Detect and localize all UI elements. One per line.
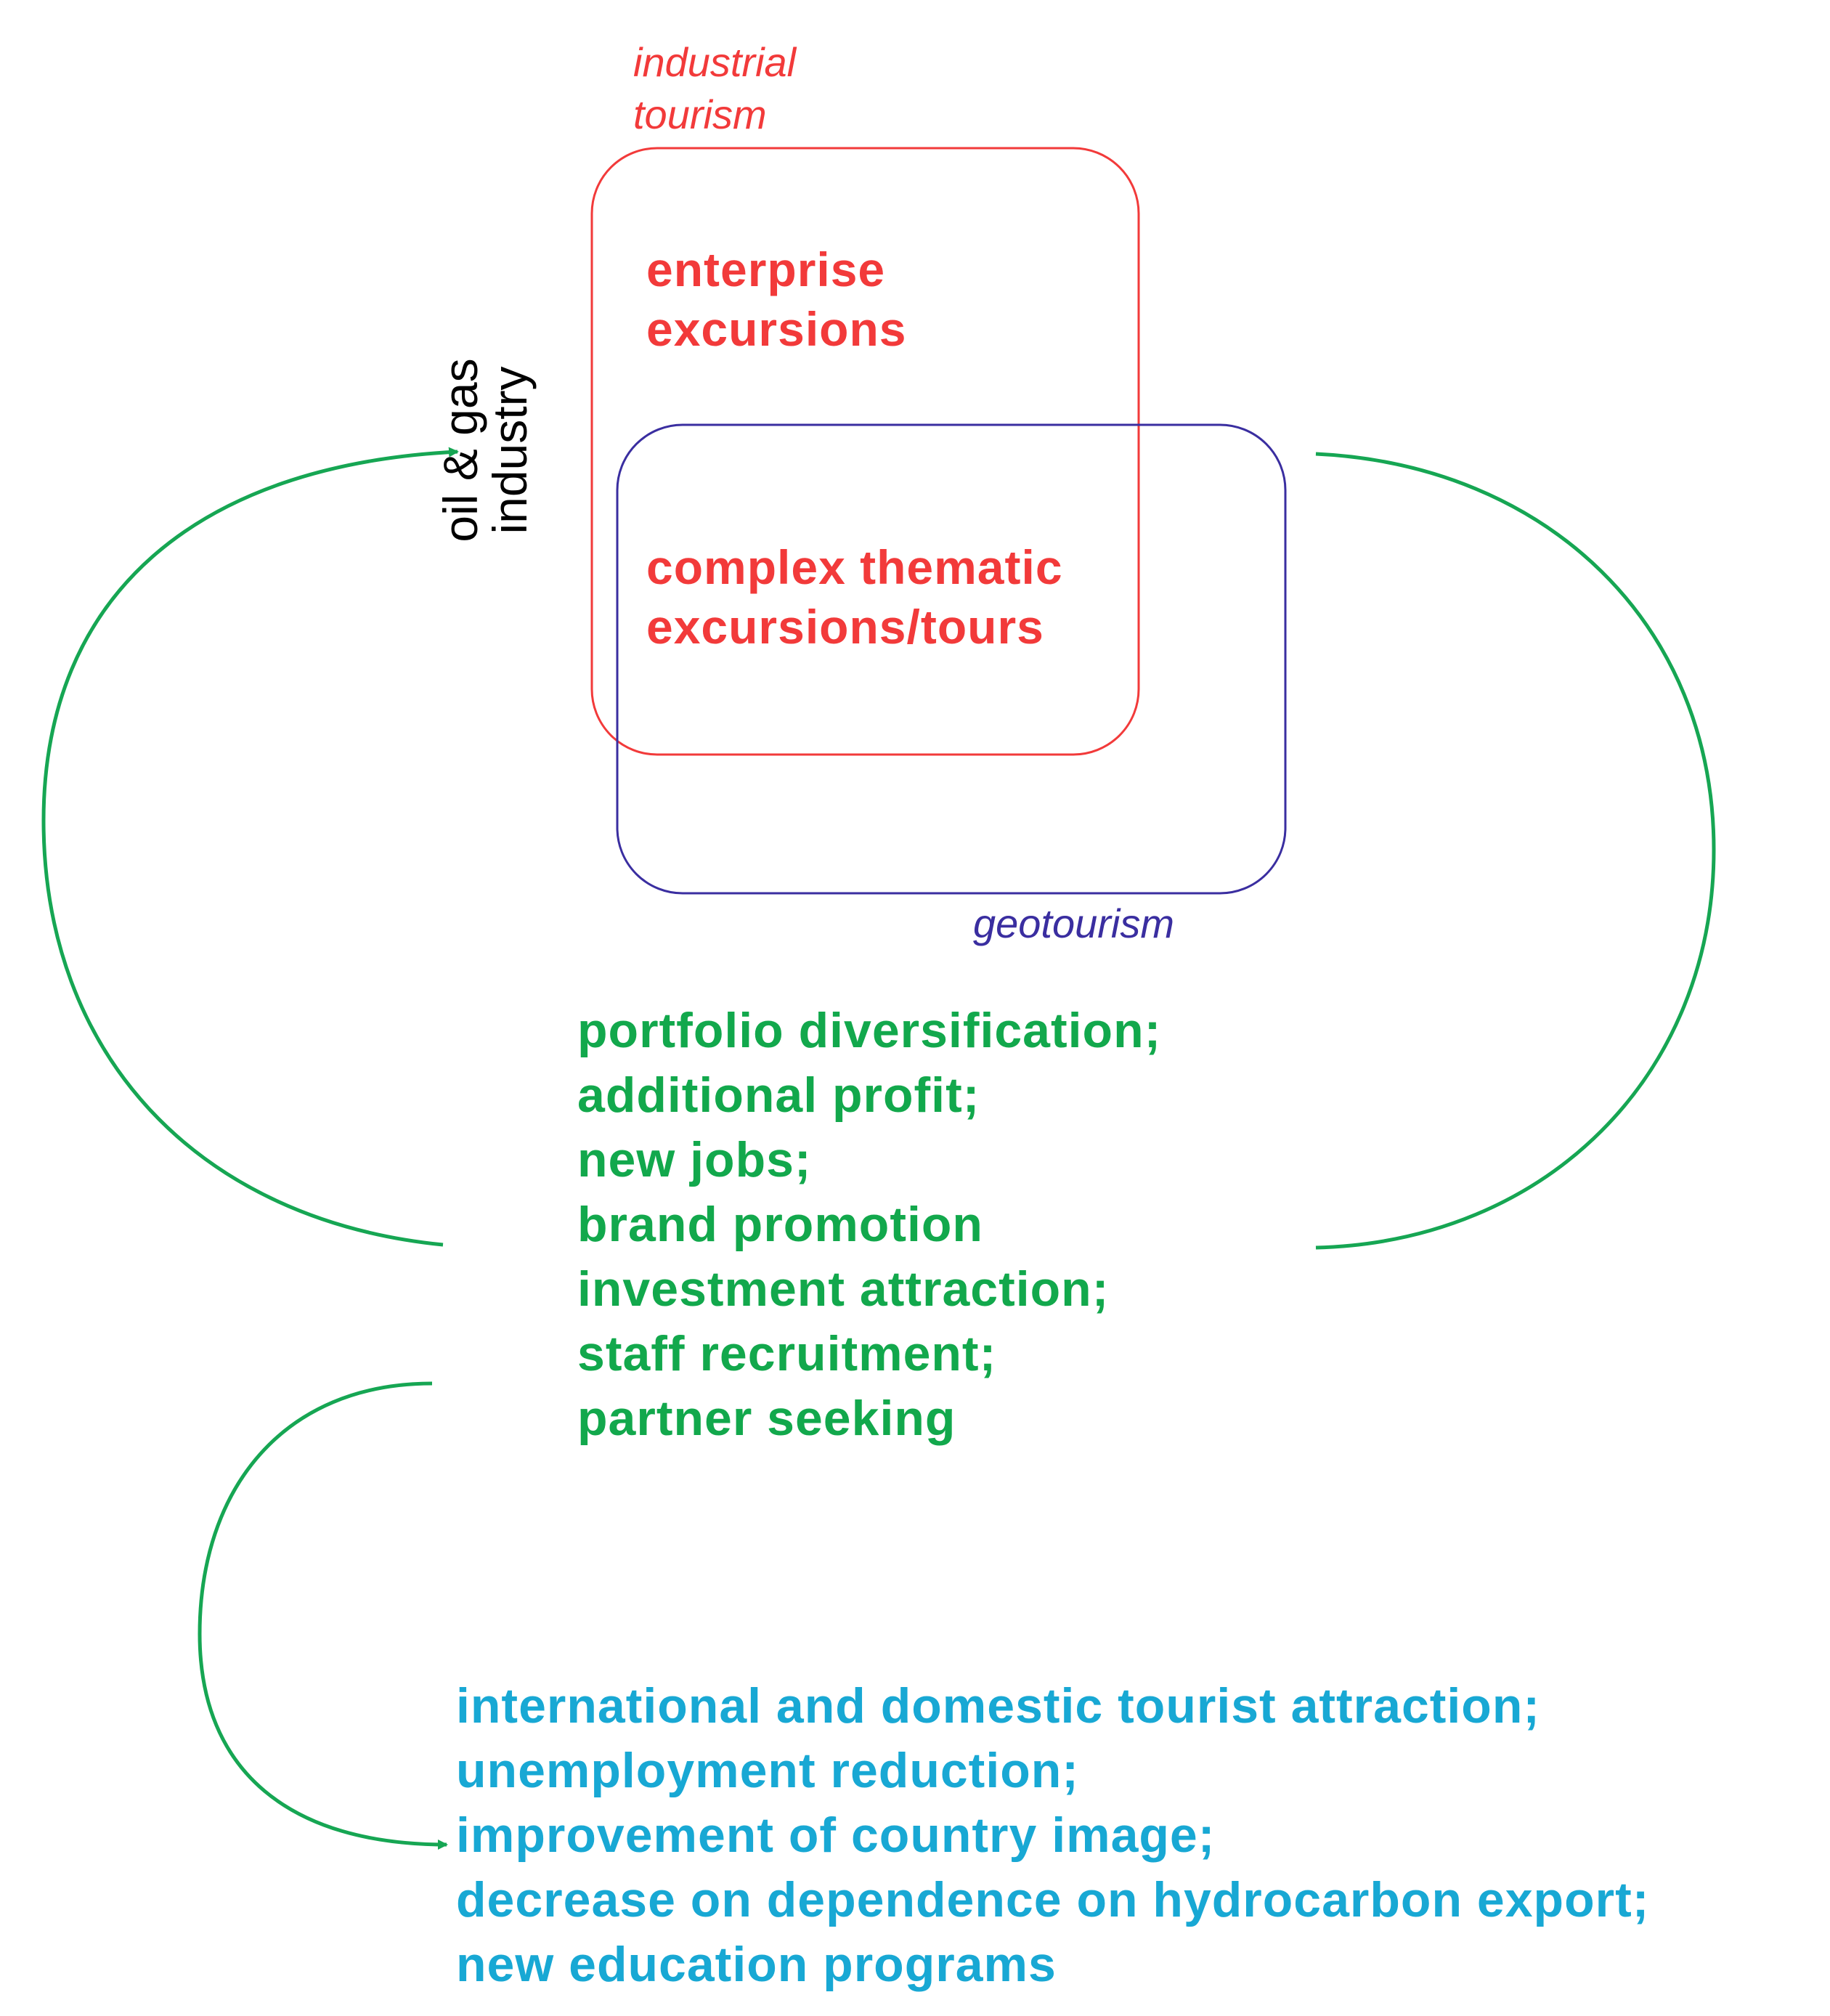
oil-gas-industry-label: oil & gas industry (434, 358, 537, 542)
outcomes-arrow (198, 1381, 448, 1850)
industrial-tourism-label-line1: industrial (633, 39, 797, 85)
enterprise-excursions-line2: excursions (646, 302, 907, 356)
list-item: decrease on dependence on hydrocarbon ex… (456, 1872, 1650, 1927)
oil-gas-industry-line2: industry (483, 366, 537, 535)
list-item: staff recruitment; (577, 1326, 997, 1381)
geotourism-box (616, 423, 1287, 895)
list-item: additional profit; (577, 1068, 980, 1123)
industrial-tourism-box (590, 147, 1140, 756)
industrial-tourism-label: industrial tourism (633, 36, 796, 141)
list-item: new education programs (456, 1937, 1057, 1992)
complex-thematic-line1: complex thematic (646, 540, 1063, 594)
industrial-tourism-label-line2: tourism (633, 92, 767, 137)
outcomes-list: international and domestic tourist attra… (456, 1674, 1649, 1997)
list-item: investment attraction; (577, 1261, 1110, 1317)
enterprise-excursions: enterprise excursions (646, 240, 907, 359)
geotourism-label-text: geotourism (973, 901, 1175, 946)
list-item: improvement of country image; (456, 1808, 1216, 1863)
oil-gas-industry-line1: oil & gas (434, 358, 487, 542)
enterprise-excursions-line1: enterprise (646, 243, 886, 296)
list-item: brand promotion (577, 1197, 983, 1252)
complex-thematic-line2: excursions/tours (646, 600, 1044, 654)
complex-thematic-excursions: complex thematic excursions/tours (646, 537, 1063, 657)
geotourism-label: geotourism (973, 898, 1174, 950)
left-loop-arrow (41, 447, 459, 1247)
right-loop-arc (1315, 452, 1716, 1250)
list-item: new jobs; (577, 1132, 812, 1187)
list-item: unemployment reduction; (456, 1743, 1079, 1798)
list-item: partner seeking (577, 1391, 956, 1446)
list-item: portfolio diversification; (577, 1003, 1162, 1058)
benefits-list: portfolio diversification; additional pr… (577, 999, 1161, 1451)
list-item: international and domestic tourist attra… (456, 1678, 1541, 1733)
